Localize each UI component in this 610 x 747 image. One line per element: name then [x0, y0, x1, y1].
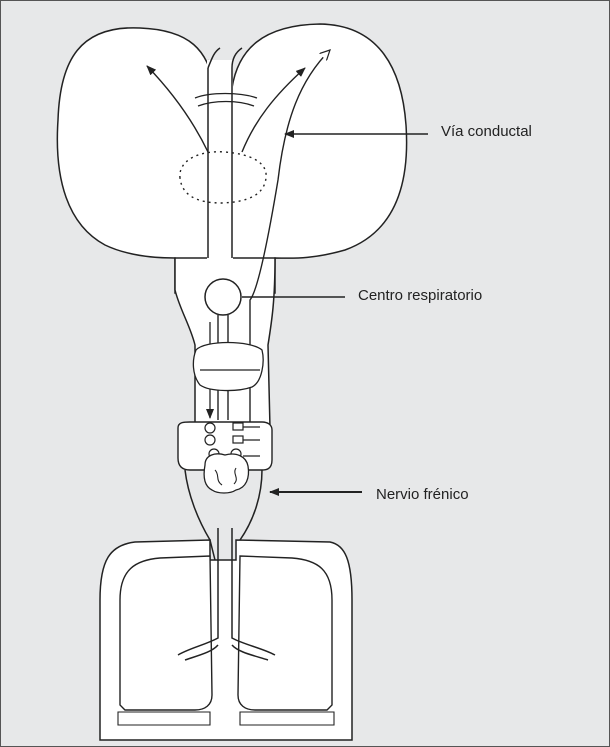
spinal-cross-section	[204, 454, 248, 493]
label-phrenic-nerve: Nervio frénico	[376, 486, 469, 503]
respiratory-center-circle	[205, 279, 241, 315]
right-lung	[238, 556, 332, 710]
right-hemisphere	[232, 24, 407, 293]
label-respiratory-center: Centro respiratorio	[358, 287, 482, 304]
left-lung	[120, 556, 212, 710]
pons	[193, 343, 263, 391]
left-hemisphere	[57, 28, 215, 293]
label-conductal-pathway: Vía conductal	[441, 123, 532, 140]
